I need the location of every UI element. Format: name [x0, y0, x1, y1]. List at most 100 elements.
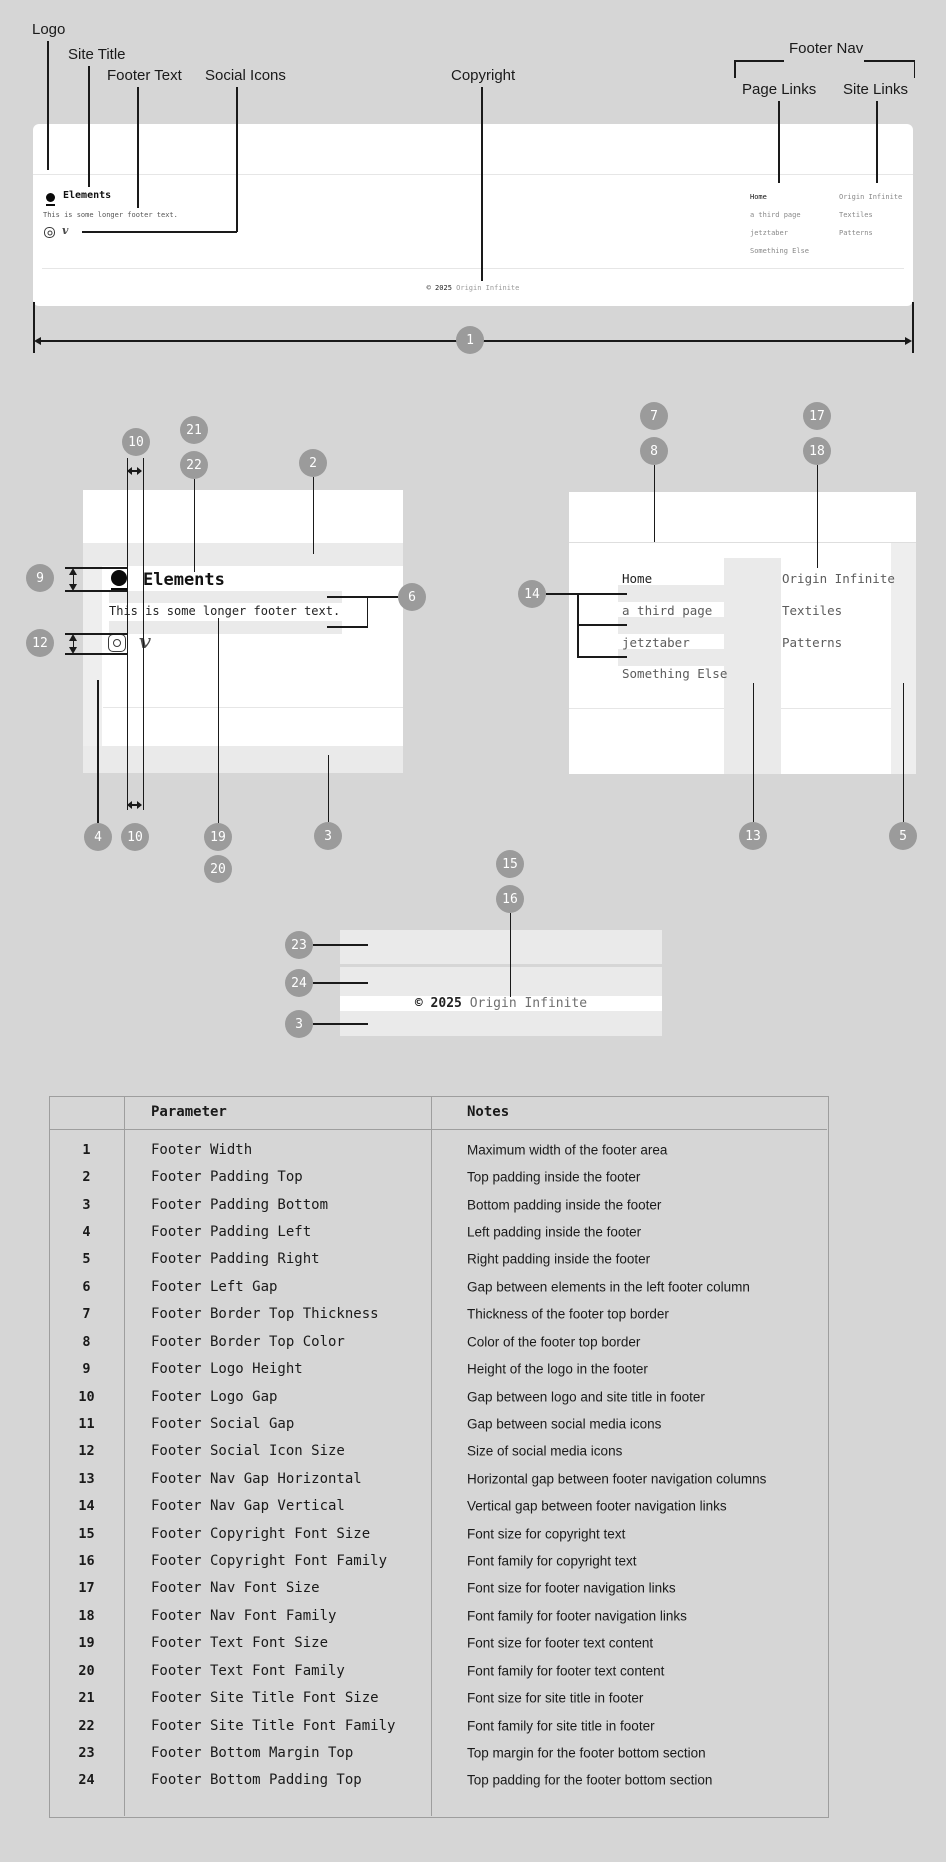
border-top-indicator: [569, 542, 916, 543]
badge-22: 22: [180, 451, 208, 479]
copyright-year: © 2025: [414, 996, 462, 1011]
badge-1: 1: [456, 326, 484, 354]
row-note: Font family for site title in footer: [467, 1718, 655, 1734]
row-note: Vertical gap between footer navigation l…: [467, 1498, 727, 1514]
nav-gap-vertical-band: [618, 585, 724, 602]
m3-line-middle: [313, 1023, 368, 1025]
preview-site-link: Textiles: [839, 210, 873, 219]
row-number: 6: [82, 1278, 91, 1295]
table-row: 9 Footer Logo Height Height of the logo in…: [49, 1355, 827, 1382]
footer-bottom-divider: [42, 268, 904, 269]
row-note: Font family for footer text content: [467, 1663, 665, 1679]
row-parameter: Footer Text Font Size: [151, 1635, 329, 1652]
m10-arrow-bottom: [129, 804, 141, 806]
m12-tick-bottom: [65, 653, 127, 655]
bottom-padding-top-band: [340, 967, 662, 996]
diagram-page-link: Home: [622, 571, 653, 586]
badge-24: 24: [285, 969, 313, 997]
badge-14: 14: [518, 580, 546, 608]
row-parameter: Footer Border Top Thickness: [151, 1306, 379, 1323]
row-number: 3: [82, 1196, 91, 1213]
badge-13: 13: [739, 822, 767, 850]
row-parameter: Footer Left Gap: [151, 1278, 278, 1295]
row-number: 2: [82, 1169, 91, 1186]
leader-copyright: [481, 87, 483, 281]
m19-line: [217, 618, 219, 823]
copyright-owner: Origin Infinite: [469, 996, 588, 1011]
row-parameter: Footer Nav Font Size: [151, 1580, 320, 1597]
row-parameter: Footer Site Title Font Size: [151, 1690, 379, 1707]
footer-preview: Elements This is some longer footer text…: [33, 124, 913, 306]
padding-bottom-band: [83, 746, 403, 773]
instagram-lens: [47, 230, 52, 235]
row-parameter: Footer Bottom Padding Top: [151, 1772, 362, 1789]
row-parameter: Footer Padding Right: [151, 1251, 320, 1268]
logo-underline: [111, 588, 127, 591]
copyright-year: © 2025: [426, 284, 452, 292]
leader-site-links: [876, 101, 878, 183]
badge-17: 17: [803, 402, 831, 430]
row-note: Bottom padding inside the footer: [467, 1197, 662, 1213]
logo-icon: [111, 570, 127, 586]
footer-nav-bracket-right: [864, 60, 915, 62]
row-parameter: Footer Social Gap: [151, 1415, 295, 1432]
preview-page-link: a third page: [750, 210, 801, 219]
badge-6: 6: [398, 583, 426, 611]
instagram-lens: [113, 639, 121, 647]
row-number: 19: [78, 1635, 95, 1652]
preview-footer-text: This is some longer footer text.: [43, 211, 178, 219]
row-note: Maximum width of the footer area: [467, 1142, 668, 1158]
m9-arrowhead-down: [69, 584, 77, 591]
row-number: 14: [78, 1498, 95, 1515]
m12-arrowhead-up: [69, 634, 77, 641]
row-number: 23: [78, 1744, 95, 1761]
badge-23: 23: [285, 931, 313, 959]
row-number: 11: [78, 1415, 95, 1432]
row-note: Gap between logo and site title in foote…: [467, 1389, 705, 1404]
leader-site-title: [88, 66, 90, 187]
row-number: 16: [78, 1553, 95, 1570]
preview-page-link: jetztaber: [750, 228, 788, 237]
row-note: Top padding inside the footer: [467, 1169, 641, 1185]
copyright-owner: Origin Infinite: [456, 284, 520, 292]
padding-left-band: [83, 566, 102, 773]
m9-tick-bottom: [65, 590, 127, 592]
row-parameter: Footer Logo Gap: [151, 1388, 278, 1405]
label-logo: Logo: [32, 21, 66, 38]
row-note: Height of the logo in the footer: [467, 1361, 648, 1377]
diagram-site-title: Elements: [143, 570, 225, 590]
row-number: 9: [82, 1361, 91, 1378]
m5-line: [902, 683, 904, 822]
row-number: 17: [78, 1580, 95, 1597]
instagram-icon: [108, 634, 126, 652]
m2-line: [312, 477, 314, 554]
table-header-notes: Notes: [467, 1104, 510, 1120]
m14-line-3: [577, 656, 627, 658]
table-divider-2: [431, 1096, 432, 1816]
footer-top-border: [33, 174, 913, 175]
footer-nav-bracket-left-drop: [734, 60, 736, 78]
dim1-arrowhead-left: [34, 336, 41, 345]
diagram-site-link: Textiles: [782, 603, 843, 618]
vimeo-icon: v: [62, 224, 69, 237]
row-parameter: Footer Logo Height: [151, 1361, 303, 1378]
badge-18: 18: [803, 437, 831, 465]
row-number: 8: [82, 1333, 91, 1350]
m12-tick-top: [65, 633, 127, 635]
m8-line: [653, 465, 655, 542]
badge-4: 4: [84, 823, 112, 851]
m10-arrowhead-bl: [127, 801, 132, 809]
m24-line: [313, 982, 368, 984]
left-gap-band-bottom: [109, 621, 342, 634]
